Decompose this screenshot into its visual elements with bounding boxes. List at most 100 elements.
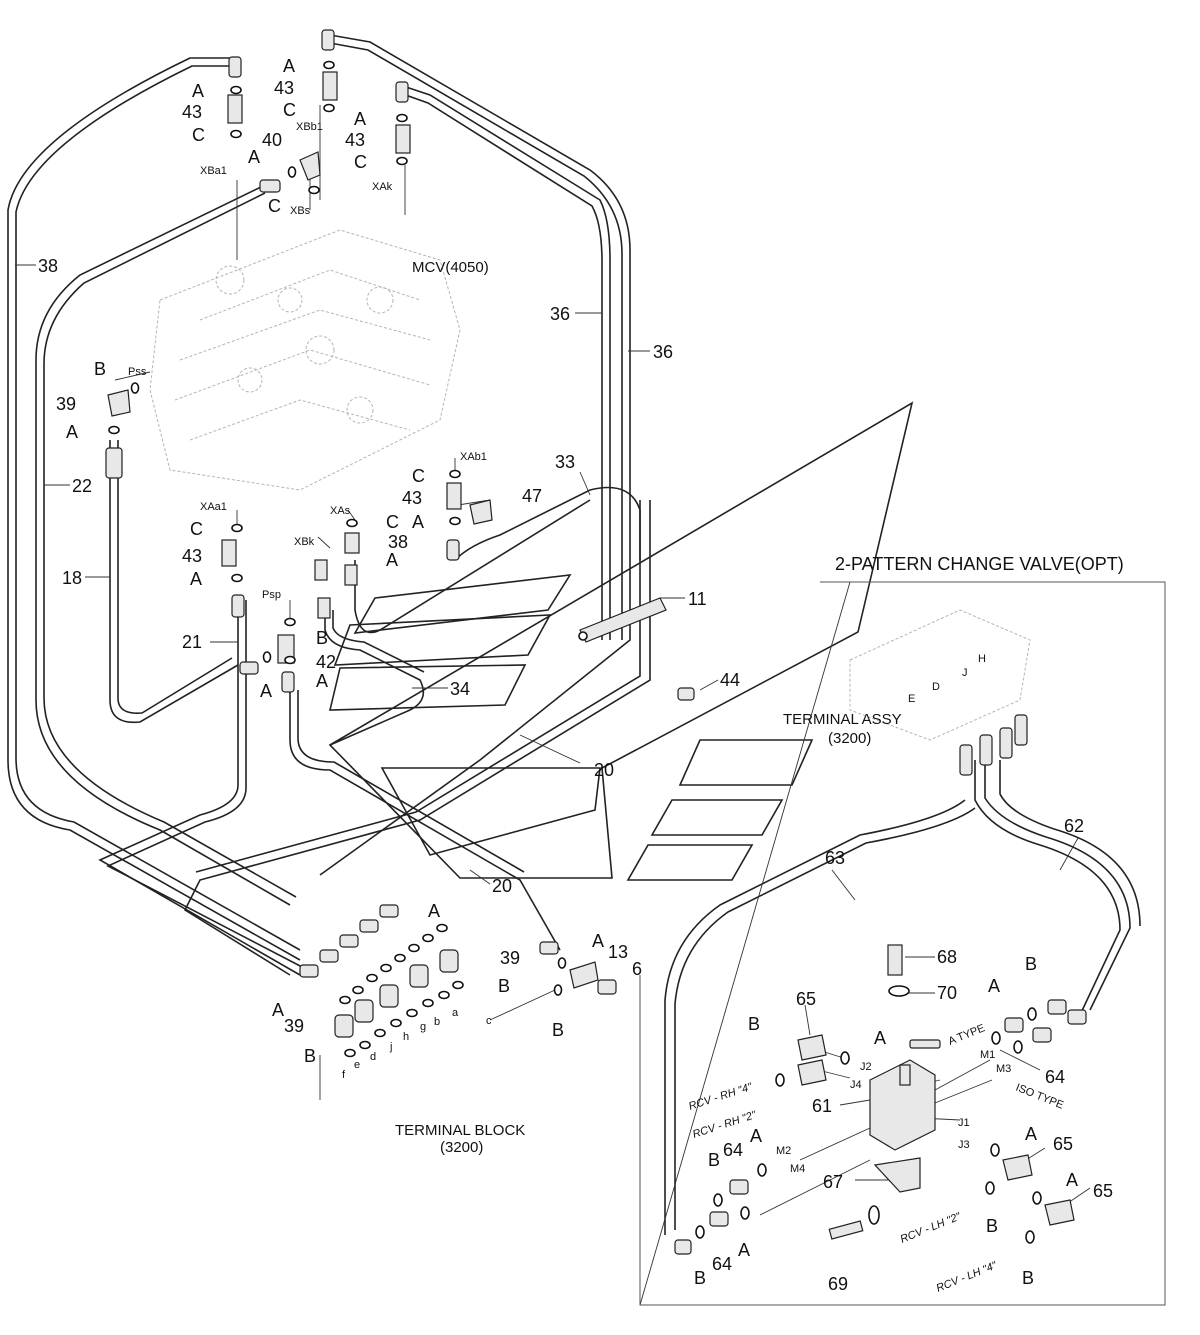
hose-22 <box>35 184 297 906</box>
part-68: 69 <box>828 1274 848 1294</box>
hose-35 <box>319 34 631 876</box>
letter-b-6: B <box>748 1014 760 1034</box>
part-20-lower: 20 <box>492 876 512 896</box>
letter-b-4: B <box>304 1046 316 1066</box>
part-38-text: 38 <box>388 532 408 552</box>
hose-34 <box>324 610 425 746</box>
port-xak: XAk <box>372 181 393 193</box>
letter-a-7: A <box>190 569 202 589</box>
part-labels-43-39-38: 43 43 43 43 43 39 39 39 38 <box>56 78 520 1036</box>
letter-a-4: A <box>248 147 260 167</box>
letter-a-1: A <box>192 81 204 101</box>
letter-a-5: A <box>66 422 78 442</box>
port-xab1: XAb1 <box>460 451 487 463</box>
part-43-e: 43 <box>182 546 202 566</box>
port-j4: J4 <box>850 1079 862 1091</box>
part-34: 34 <box>450 679 470 699</box>
hose-18 <box>109 440 239 724</box>
leader-lines <box>15 105 1091 1306</box>
port-c: c <box>486 1015 492 1027</box>
port-j-upper: J <box>962 667 968 679</box>
letter-a-18: A <box>750 1126 762 1146</box>
port-m3: M3 <box>996 1063 1011 1075</box>
hose-63 <box>664 799 976 1235</box>
mcv-body-outline <box>149 229 461 491</box>
part-43-d: 43 <box>402 488 422 508</box>
part-43-c: 43 <box>345 130 365 150</box>
part-43-b: 43 <box>274 78 294 98</box>
part-64-right: 64 <box>1045 1067 1065 1087</box>
part-67: 68 <box>937 947 957 967</box>
part-65-low: 65 <box>1093 1181 1113 1201</box>
port-xaa1: XAa1 <box>200 501 227 513</box>
port-h: h <box>403 1031 409 1043</box>
part-22: 22 <box>72 476 92 496</box>
port-xba1: XBa1 <box>200 165 227 177</box>
port-j3: J3 <box>958 1139 970 1151</box>
letter-a-12: A <box>272 1000 284 1020</box>
port-j: j <box>389 1041 392 1053</box>
port-j2: J2 <box>860 1061 872 1073</box>
part-66: 67 <box>823 1172 843 1192</box>
part-39-a: 39 <box>56 394 76 414</box>
port-a: a <box>452 1007 459 1019</box>
letter-b-11: B <box>694 1268 706 1288</box>
part-61: 61 <box>812 1096 832 1116</box>
letter-a-16: A <box>1025 1124 1037 1144</box>
letter-b-7: B <box>1025 954 1037 974</box>
part-43-a: 43 <box>182 102 202 122</box>
part-40: 40 <box>262 130 282 150</box>
letter-a-13: A <box>592 931 604 951</box>
hose-20 <box>183 500 651 976</box>
part-18: 18 <box>62 568 82 588</box>
port-e: e <box>354 1059 360 1071</box>
letter-a-6: A <box>412 512 424 532</box>
letter-c-2: C <box>283 100 296 120</box>
port-pss: Pss <box>128 366 147 378</box>
part-13: 13 <box>608 942 628 962</box>
letter-c-7: C <box>386 512 399 532</box>
part-65-mid: 65 <box>1053 1134 1073 1154</box>
letter-b-5: B <box>552 1020 564 1040</box>
port-m2: M2 <box>776 1145 791 1157</box>
port-b: b <box>434 1016 440 1028</box>
part-39-c: 39 <box>284 1016 304 1036</box>
rcv-rh-2: RCV - RH "2" <box>691 1109 758 1141</box>
letter-a-10: A <box>260 681 272 701</box>
rcv-lh-4: RCV - LH "4" <box>935 1259 1000 1295</box>
letter-c-6: C <box>190 519 203 539</box>
part-65-top: 65 <box>796 989 816 1009</box>
terminal-assy-code: (3200) <box>828 730 871 747</box>
part-33: 33 <box>555 452 575 472</box>
letter-a-19: A <box>738 1240 750 1260</box>
letter-b-3: B <box>498 976 510 996</box>
port-f: f <box>342 1069 346 1081</box>
letter-a-9: A <box>316 671 328 691</box>
letter-a-15: A <box>988 976 1000 996</box>
o-rings <box>108 60 1042 1244</box>
terminal-block-title: TERMINAL BLOCK <box>395 1122 525 1139</box>
port-xbs: XBs <box>290 205 311 217</box>
part-63: 63 <box>825 848 845 868</box>
part-62: 62 <box>1064 816 1084 836</box>
letter-b-8: B <box>986 1216 998 1236</box>
letter-a-8: A <box>386 550 398 570</box>
letter-c-5: C <box>412 466 425 486</box>
hose-33 <box>354 486 641 634</box>
port-d-upper: D <box>932 681 940 693</box>
letter-a-17: A <box>1066 1170 1078 1190</box>
letter-a-11: A <box>428 901 440 921</box>
fittings <box>105 29 1087 1255</box>
letter-a-3: A <box>354 109 366 129</box>
mcv-title: MCV(4050) <box>412 259 489 276</box>
port-xas: XAs <box>330 505 351 517</box>
rcv-lh-2: RCV - LH "2" <box>899 1210 964 1246</box>
letter-b-9: B <box>1022 1268 1034 1288</box>
port-d: d <box>370 1051 376 1063</box>
part-64-lower: 64 <box>712 1254 732 1274</box>
letter-c-1: C <box>192 125 205 145</box>
letter-b-2: B <box>316 628 328 648</box>
part-44: 47 <box>522 486 542 506</box>
watermark-logo <box>328 401 914 881</box>
